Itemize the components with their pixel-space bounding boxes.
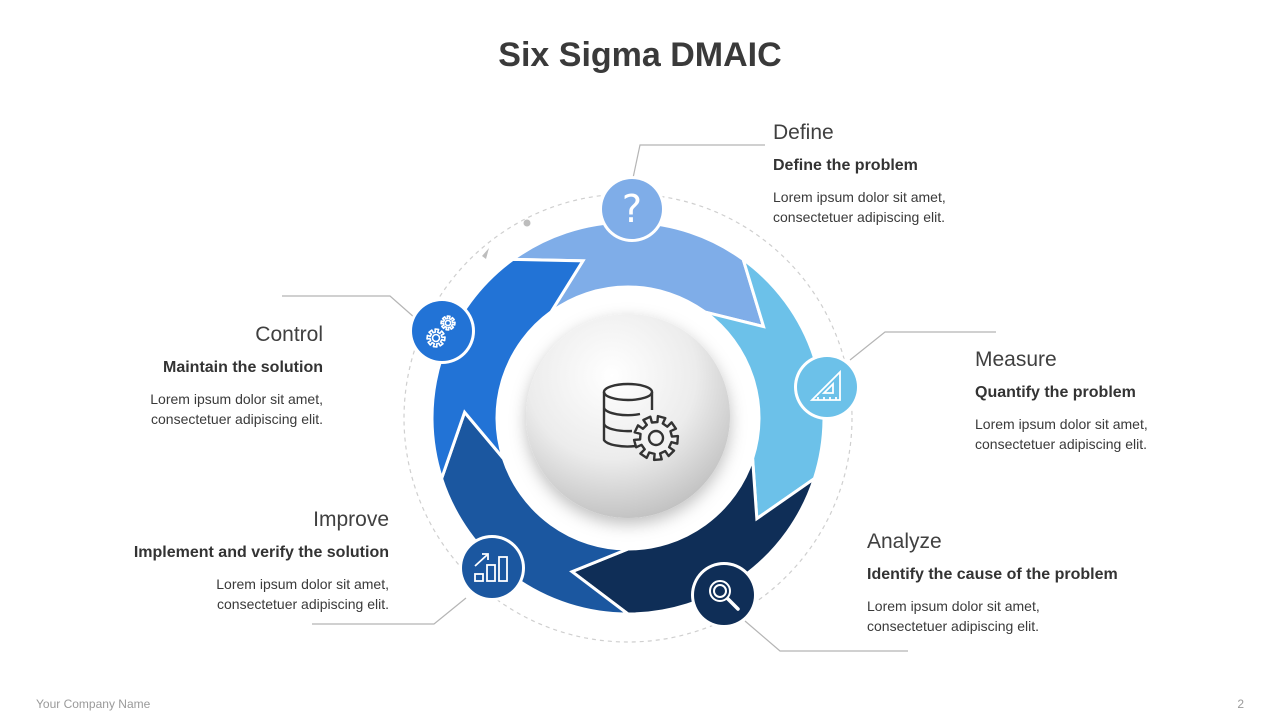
phase-icon-badges: ? <box>409 176 860 628</box>
footer-company-name: Your Company Name <box>36 697 151 711</box>
slide-title: Six Sigma DMAIC <box>498 36 782 74</box>
badge-improve <box>459 535 525 601</box>
gears-icon <box>426 315 456 348</box>
svg-text:?: ? <box>622 187 642 231</box>
phase-description-improve: Lorem ipsum dolor sit amet,consectetuer … <box>216 576 389 612</box>
badge-define: ? <box>599 176 665 242</box>
phase-title-define: Define <box>773 121 834 144</box>
phase-block-analyze: Analyze Identify the cause of the proble… <box>867 530 1118 636</box>
phase-block-control: Control Maintain the solution Lorem ipsu… <box>100 323 323 429</box>
phase-title-improve: Improve <box>313 508 389 531</box>
phase-description-measure: Lorem ipsum dolor sit amet,consectetuer … <box>975 416 1148 452</box>
connector-lines <box>282 144 996 652</box>
orbit-dot <box>523 219 531 227</box>
dashed-orbit <box>403 193 853 643</box>
phase-description-control: Lorem ipsum dolor sit amet,consectetuer … <box>150 391 323 427</box>
connector-define <box>632 144 765 179</box>
badge-measure <box>794 354 860 420</box>
connector-improve <box>312 597 467 625</box>
phase-block-define: Define Define the problem Lorem ipsum do… <box>773 121 946 227</box>
database-gear-icon <box>602 382 680 462</box>
phase-block-measure: Measure Quantify the problem Lorem ipsum… <box>975 348 1148 454</box>
magnifier-icon <box>709 580 740 611</box>
bar-chart-icon <box>474 553 508 582</box>
phase-subtitle-control: Maintain the solution <box>163 359 323 376</box>
ruler-triangle-icon <box>809 369 841 401</box>
phase-title-control: Control <box>255 323 323 346</box>
phase-description-analyze: Lorem ipsum dolor sit amet,consectetuer … <box>867 598 1040 634</box>
orbit-arrow <box>482 248 489 259</box>
footer-page-number: 2 <box>1237 697 1244 711</box>
phase-description-define: Lorem ipsum dolor sit amet,consectetuer … <box>773 189 946 225</box>
phase-subtitle-improve: Implement and verify the solution <box>133 544 389 561</box>
badge-control <box>409 298 475 364</box>
phase-subtitle-measure: Quantify the problem <box>975 384 1136 401</box>
center-gear-shape <box>632 414 680 462</box>
connector-measure <box>849 331 996 361</box>
phase-block-improve: Improve Implement and verify the solutio… <box>100 508 389 614</box>
phase-subtitle-analyze: Identify the cause of the problem <box>867 566 1118 583</box>
phase-title-measure: Measure <box>975 348 1057 371</box>
phase-subtitle-define: Define the problem <box>773 157 918 174</box>
connector-analyze <box>744 620 908 652</box>
connector-control <box>282 295 416 319</box>
phase-title-analyze: Analyze <box>867 530 942 553</box>
badge-analyze <box>691 562 757 628</box>
question-icon: ? <box>622 187 642 231</box>
